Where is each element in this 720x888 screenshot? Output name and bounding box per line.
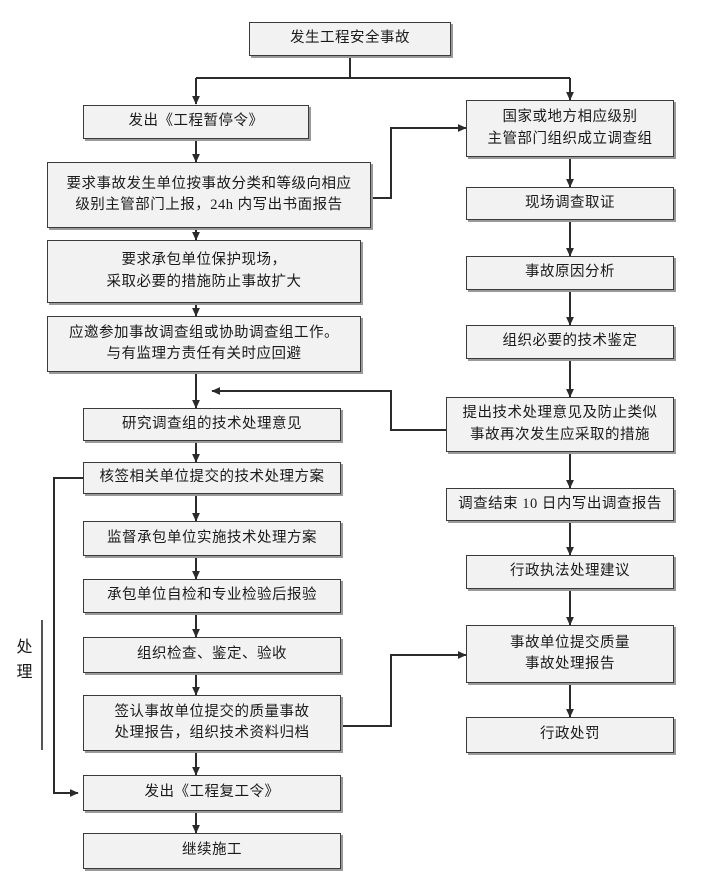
node-organize-inspection-acceptance[interactable]: 组织检查、鉴定、验收 xyxy=(83,637,341,673)
node-administrative-enforcement-advice[interactable]: 行政执法处理建议 xyxy=(466,555,674,589)
node-supervise-implementation[interactable]: 监督承包单位实施技术处理方案 xyxy=(83,521,341,556)
node-technical-appraisal[interactable]: 组织必要的技术鉴定 xyxy=(466,325,674,359)
node-issue-suspension-order[interactable]: 发出《工程暂停令》 xyxy=(83,105,309,139)
node-continue-construction[interactable]: 继续施工 xyxy=(83,833,341,869)
node-label: 发出《工程暂停令》 xyxy=(128,113,264,130)
node-propose-preventive-measures[interactable]: 提出技术处理意见及防止类似 事故再次发生应采取的措施 xyxy=(446,397,674,452)
node-label: 应邀参加事故调查组或协助调查组工作。 与有监理方责任有关时应回避 xyxy=(69,324,339,362)
node-site-investigation-evidence[interactable]: 现场调查取证 xyxy=(466,187,674,220)
node-label: 要求承包单位保护现场， 采取必要的措施防止事故扩大 xyxy=(106,252,302,290)
section-label-char-2: 理 xyxy=(16,663,34,681)
node-label: 提出技术处理意见及防止类似 事故再次发生应采取的措施 xyxy=(462,405,658,443)
node-label: 现场调查取证 xyxy=(525,194,615,211)
node-protect-site[interactable]: 要求承包单位保护现场， 采取必要的措施防止事故扩大 xyxy=(47,240,361,303)
node-label: 签认事故单位提交的质量事故 处理报告，组织技术资料归档 xyxy=(114,703,310,741)
node-cause-analysis[interactable]: 事故原因分析 xyxy=(466,256,674,290)
node-label: 监督承包单位实施技术处理方案 xyxy=(107,529,317,546)
node-label: 行政执法处理建议 xyxy=(510,563,630,580)
wire-l2-to-r1 xyxy=(371,124,467,199)
node-label: 继续施工 xyxy=(182,842,242,859)
node-sign-quality-accident-report[interactable]: 签认事故单位提交的质量事故 处理报告，组织技术资料归档 xyxy=(83,695,341,751)
node-investigation-report-10days[interactable]: 调查结束 10 日内写出调查报告 xyxy=(446,488,674,521)
node-label: 事故原因分析 xyxy=(525,264,615,281)
wire-l6-feedback-to-l11 xyxy=(53,477,83,797)
node-label: 组织必要的技术鉴定 xyxy=(502,333,638,350)
section-label-char-1: 处 xyxy=(16,639,34,656)
wire-r5-to-l5 xyxy=(211,387,446,431)
node-report-to-authority[interactable]: 要求事故发生单位按事故分类和等级向相应 级别主管部门上报，24h 内写出书面报告 xyxy=(47,162,371,228)
node-study-technical-opinion[interactable]: 研究调查组的技术处理意见 xyxy=(83,408,341,441)
node-label: 承包单位自检和专业检验后报验 xyxy=(107,587,317,604)
node-label: 核签相关单位提交的技术处理方案 xyxy=(99,469,325,486)
node-label: 国家或地方相应级别 主管部门组织成立调查组 xyxy=(487,109,653,147)
node-join-investigation-group[interactable]: 应邀参加事故调查组或协助调查组工作。 与有监理方责任有关时应回避 xyxy=(47,316,361,372)
node-countersign-technical-plan[interactable]: 核签相关单位提交的技术处理方案 xyxy=(83,462,341,494)
node-label: 事故单位提交质量 事故处理报告 xyxy=(510,634,630,672)
node-label: 发出《工程复工令》 xyxy=(144,784,280,801)
node-label: 发生工程安全事故 xyxy=(290,30,410,47)
node-label: 调查结束 10 日内写出调查报告 xyxy=(458,495,662,512)
node-accident-occurs[interactable]: 发生工程安全事故 xyxy=(249,22,451,56)
node-establish-investigation-group[interactable]: 国家或地方相应级别 主管部门组织成立调查组 xyxy=(466,100,674,157)
node-unit-submits-quality-report[interactable]: 事故单位提交质量 事故处理报告 xyxy=(466,625,674,683)
node-self-inspection[interactable]: 承包单位自检和专业检验后报验 xyxy=(83,579,341,613)
node-label: 研究调查组的技术处理意见 xyxy=(122,415,302,432)
node-label: 要求事故发生单位按事故分类和等级向相应 级别主管部门上报，24h 内写出书面报告 xyxy=(66,175,352,213)
node-label: 组织检查、鉴定、验收 xyxy=(137,646,287,663)
node-issue-resume-order[interactable]: 发出《工程复工令》 xyxy=(83,775,341,811)
node-administrative-penalty[interactable]: 行政处罚 xyxy=(466,717,674,753)
wire-l10-to-r8 xyxy=(340,651,467,727)
section-label-handling: 处 理 xyxy=(12,636,38,686)
node-label: 行政处罚 xyxy=(540,726,600,743)
